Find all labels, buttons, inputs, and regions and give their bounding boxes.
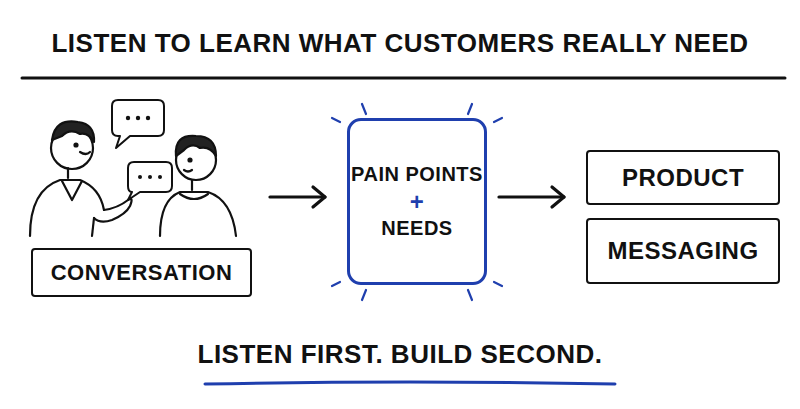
highlight-box: PAIN POINTS+NEEDS [347, 118, 487, 285]
node-label: PAIN POINTS [351, 163, 483, 186]
node-label: CONVERSATION [31, 248, 252, 297]
emphasis-rays [332, 104, 502, 300]
title-underline [22, 77, 785, 80]
node-label: + [410, 188, 425, 216]
caption-underline [205, 382, 615, 384]
node-label: PRODUCT [622, 164, 744, 192]
flow-arrow [270, 187, 325, 207]
diagram-title: LISTEN TO LEARN WHAT CUSTOMERS REALLY NE… [0, 28, 800, 59]
speech-bubbles [112, 100, 172, 200]
flow-arrow [499, 187, 564, 207]
node-label: MESSAGING [607, 237, 758, 265]
output-box: PRODUCT [586, 150, 780, 205]
people-drawing [30, 121, 236, 236]
output-box: MESSAGING [586, 218, 780, 284]
diagram-caption: LISTEN FIRST. BUILD SECOND. [0, 339, 800, 370]
conversation-node: CONVERSATION [25, 95, 258, 297]
node-label: NEEDS [381, 217, 452, 240]
bubble-dots [126, 116, 162, 179]
